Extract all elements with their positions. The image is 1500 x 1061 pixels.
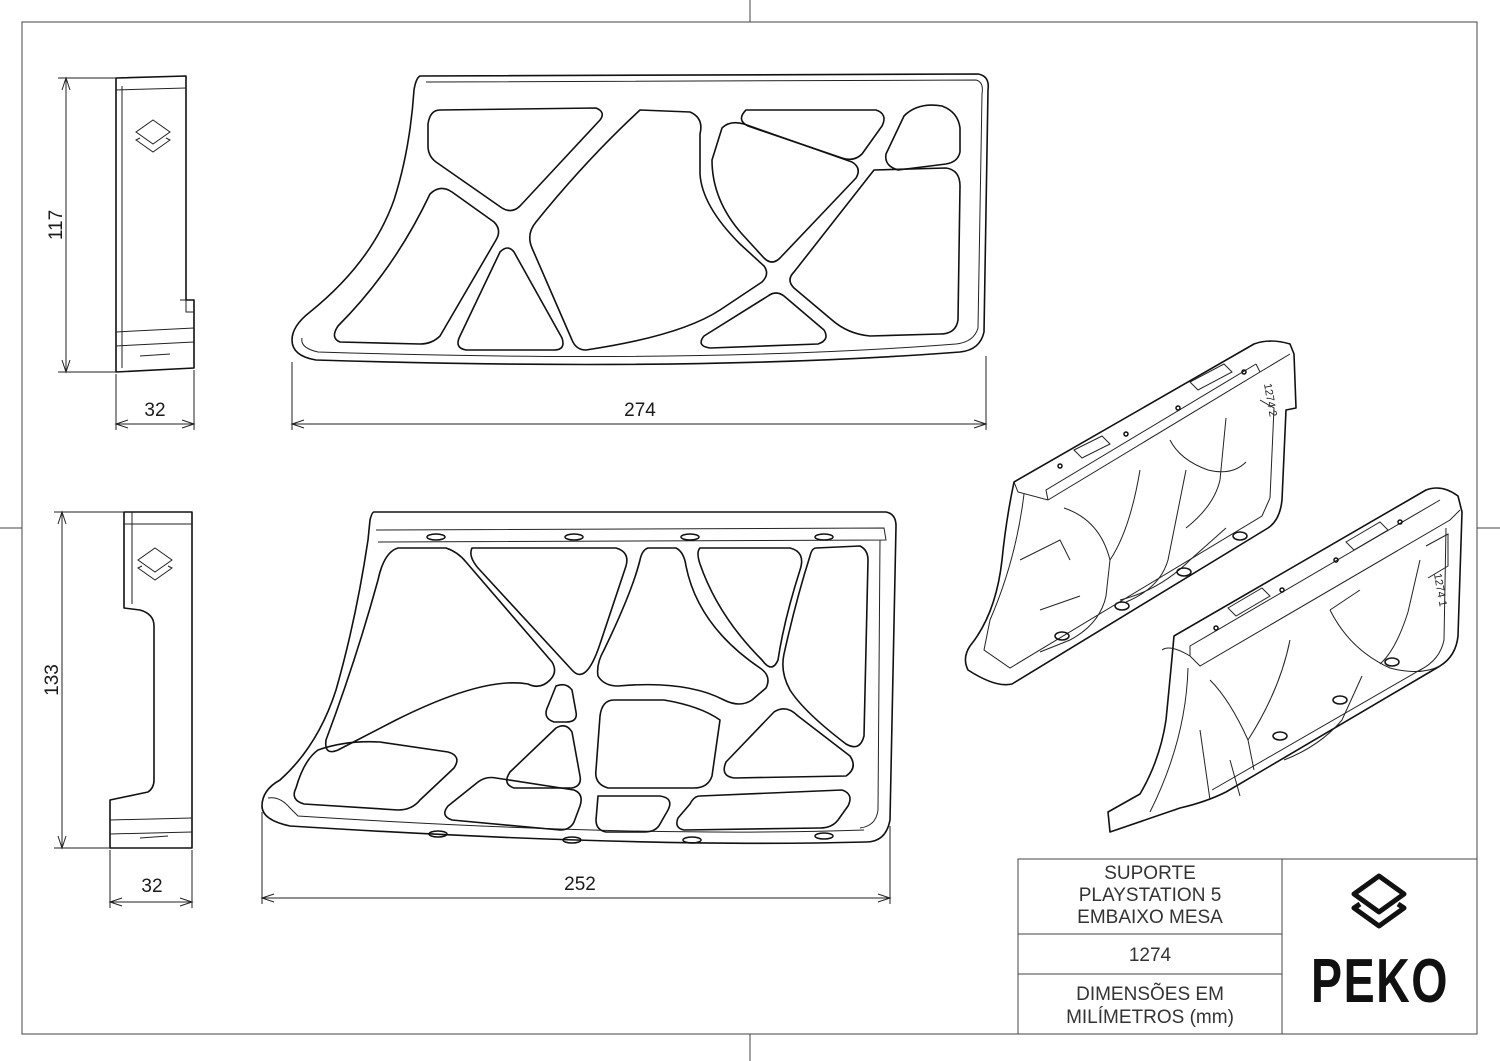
peko-emblem-icon [137,547,173,581]
title-line-2: PLAYSTATION 5 [1079,885,1222,906]
side-view-tall [109,511,193,849]
part-number: 1274 [1129,945,1172,966]
dim-label-height: 117 [46,210,67,240]
side-view-short [115,75,195,373]
dimension-width-252: 252 [260,812,892,904]
front-view-252 [261,511,897,845]
dimension-height-133: 133 [42,510,124,850]
front-view-274 [291,73,990,366]
logo-wordmark: PEKO [1311,947,1449,1016]
dim-label-depth-2: 32 [141,876,162,897]
units-line-1: DIMENSÕES EM [1076,983,1224,1005]
peko-emblem-icon [1351,873,1407,929]
dim-label-depth: 32 [144,400,165,421]
title-block: SUPORTE PLAYSTATION 5 EMBAIXO MESA 1274 … [1017,858,1478,1035]
dimension-height-117: 117 [46,76,116,374]
peko-logo: PEKO [1311,873,1449,1016]
dim-label-width: 274 [624,400,656,421]
units-line-2: MILÍMETROS (mm) [1066,1007,1234,1028]
title-line-3: EMBAIXO MESA [1077,907,1223,928]
dim-label-width-2: 252 [564,874,596,895]
iso-label-lower: 1274 1 [1431,572,1449,607]
dimension-width-274: 274 [290,356,988,430]
title-line-1: SUPORTE [1104,863,1196,884]
isometric-part-lower: 1274 1 [1107,487,1463,833]
dimension-depth-32-bottom: 32 [108,850,194,908]
peko-emblem-icon [135,119,171,153]
iso-label-upper: 1274 2 [1261,382,1279,417]
dim-label-height-2: 133 [42,664,63,696]
dimension-depth-32-top: 32 [114,370,196,430]
isometric-part-upper: 1274 2 [964,340,1297,686]
